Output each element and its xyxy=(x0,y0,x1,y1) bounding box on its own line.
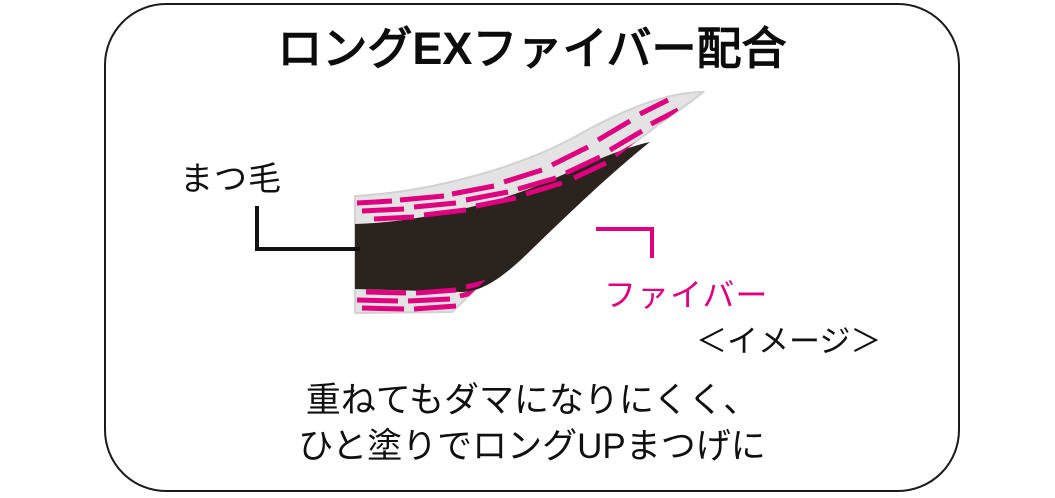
fiber-leader-line xyxy=(596,227,654,258)
caption-line-1: 重ねてもダマになりにくく、 xyxy=(305,381,759,420)
label-fiber: ファイバー xyxy=(604,277,769,313)
caption-block: 重ねてもダマになりにくく、 ひと塗りでロングUPまつげに xyxy=(104,378,960,469)
lash-leader-line xyxy=(255,206,360,251)
label-eyelash: まつ毛 xyxy=(180,160,282,197)
label-image-note: ＜イメージ＞ xyxy=(696,324,882,359)
caption-line-2: ひと塗りでロングUPまつげに xyxy=(298,426,766,466)
page-title: ロングEXファイバー配合 xyxy=(277,23,787,74)
